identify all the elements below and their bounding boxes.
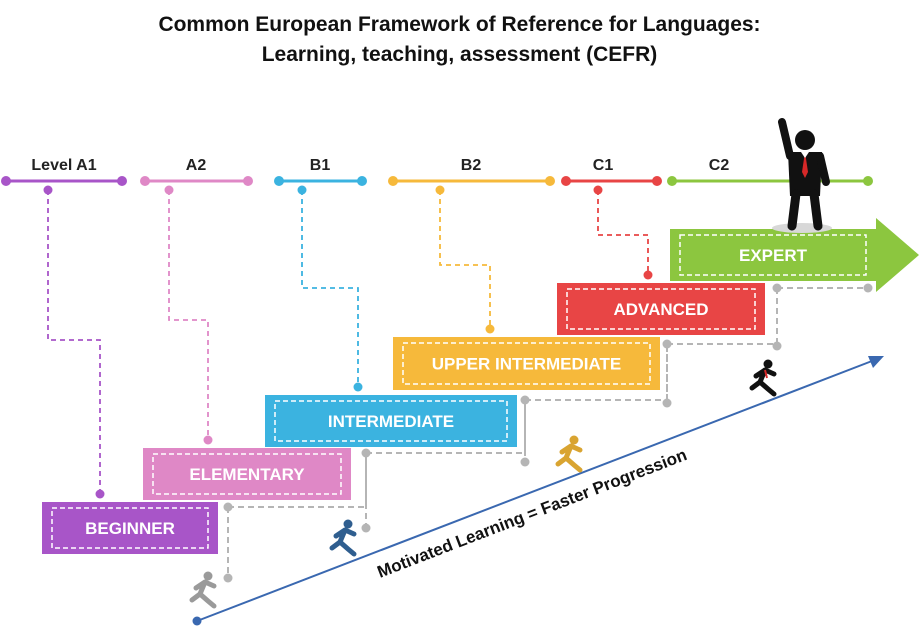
step-label: INTERMEDIATE [328,412,454,431]
drop-connector [301,190,359,387]
progression-label: Motivated Learning = Faster Progression [375,445,690,582]
winner-figure-icon [772,118,832,233]
level-code-label: Level A1 [31,157,96,174]
level-bar-3: B2 [388,157,555,334]
title-line-1: Common European Framework of Reference f… [158,13,761,36]
step-inner-border [51,507,209,549]
level-code-label: C2 [709,157,730,174]
step-inner-border [274,400,508,442]
runner-icon [555,435,583,473]
step-label: UPPER INTERMEDIATE [432,355,622,374]
runner-icon [189,571,217,609]
bar-end-dot [140,176,150,186]
drop-end-dot [353,382,363,392]
step-box [557,283,765,335]
drop-end-dot [203,435,213,445]
bar-end-dot [274,176,284,186]
level-code-label: C1 [593,157,614,174]
diagram-title: Common European Framework of Reference f… [0,10,919,70]
connector-dots [223,283,873,583]
bar-end-dot [117,176,127,186]
drop-connector [597,190,649,275]
level-bar-5: C2 [667,157,873,186]
level-steps: BEGINNER ELEMENTARY INTERMEDIATE UPPER INTE… [42,218,919,554]
level-bar-1: A2 [140,157,253,445]
progression-arrow [192,356,884,626]
bar-end-dot [388,176,398,186]
drop-end-dot [643,270,653,280]
drop-end-dot [485,324,495,334]
step-inner-border [679,234,867,276]
step-upper-intermediate: UPPER INTERMEDIATE [393,337,660,390]
step-inner-border [402,342,651,385]
level-code-label: B1 [310,157,331,174]
step-label: ELEMENTARY [189,465,305,484]
runner-icon [329,519,357,557]
drop-connector [439,190,491,329]
bar-end-dot [545,176,555,186]
step-label: ADVANCED [613,300,708,319]
title-line-2: Learning, teaching, assessment (CEFR) [261,43,658,66]
level-code-label: B2 [461,157,482,174]
step-inner-border [566,288,756,330]
bar-end-dot [357,176,367,186]
step-box [143,448,351,500]
bar-end-dot [561,176,571,186]
step-box [393,337,660,390]
level-bars: Level A1 A2 B1 B2 C1 C2 [1,157,873,499]
step-beginner: BEGINNER [42,502,218,554]
step-box [265,395,517,447]
step-box [42,502,218,554]
step-box [670,218,919,292]
step-inner-border [152,453,342,495]
bar-end-dot [667,176,677,186]
step-label: BEGINNER [85,519,175,538]
bar-end-dot [652,176,662,186]
step-advanced: ADVANCED [557,283,765,335]
runner-icon [749,359,777,397]
step-label: EXPERT [739,246,808,265]
step-elementary: ELEMENTARY [143,448,351,500]
level-bar-4: C1 [561,157,662,280]
step-expert: EXPERT [670,218,919,292]
step-intermediate: INTERMEDIATE [265,395,517,447]
bar-end-dot [863,176,873,186]
drop-connector [47,190,101,494]
bar-end-dot [243,176,253,186]
level-code-label: A2 [186,157,207,174]
level-bar-0: Level A1 [1,157,127,499]
level-bar-2: B1 [274,157,367,392]
bar-end-dot [1,176,11,186]
drop-connector [168,190,209,440]
drop-end-dot [95,489,105,499]
